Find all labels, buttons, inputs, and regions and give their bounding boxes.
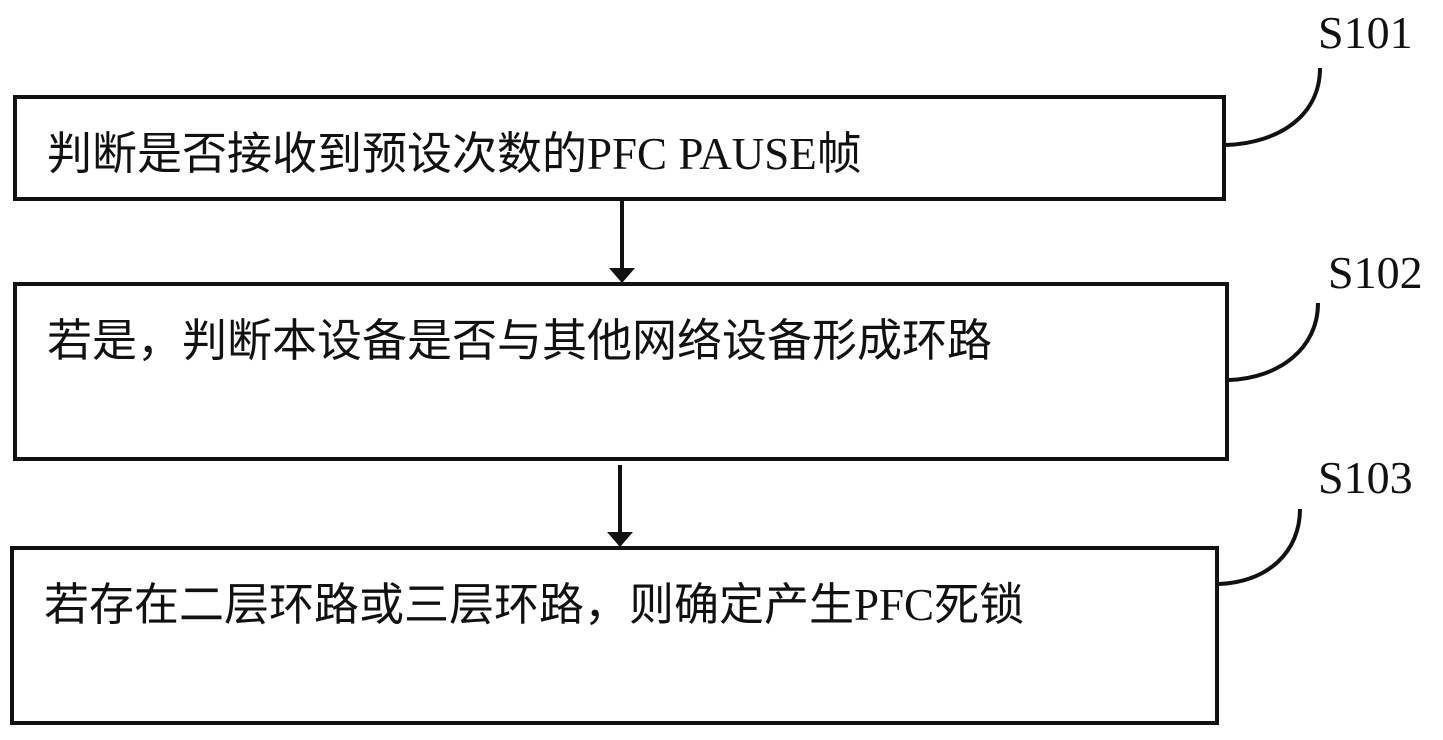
step-box-s103: 若存在二层环路或三层环路，则确定产生PFC死锁 xyxy=(10,546,1219,725)
step-box-s102: 若是，判断本设备是否与其他网络设备形成环路 xyxy=(13,282,1229,461)
arrow-s101-to-s102 xyxy=(609,201,635,283)
arrow-head xyxy=(609,268,635,283)
arrow-head xyxy=(607,532,633,547)
step-label-s101: S101 xyxy=(1318,7,1413,58)
step-text-s101: 判断是否接收到预设次数的PFC PAUSE帧 xyxy=(47,129,862,179)
leader-curve-s102 xyxy=(1228,302,1320,382)
step-text-s102: 若是，判断本设备是否与其他网络设备形成环路 xyxy=(47,316,993,366)
step-box-s101: 判断是否接收到预设次数的PFC PAUSE帧 xyxy=(13,95,1226,201)
arrow-s102-to-s103 xyxy=(607,465,633,547)
leader-curve-s103 xyxy=(1218,508,1302,586)
leader-curve-s101 xyxy=(1225,67,1322,147)
step-label-s103: S103 xyxy=(1318,452,1413,503)
step-label-s102: S102 xyxy=(1328,247,1423,298)
step-text-s103: 若存在二层环路或三层环路，则确定产生PFC死锁 xyxy=(44,580,1025,630)
